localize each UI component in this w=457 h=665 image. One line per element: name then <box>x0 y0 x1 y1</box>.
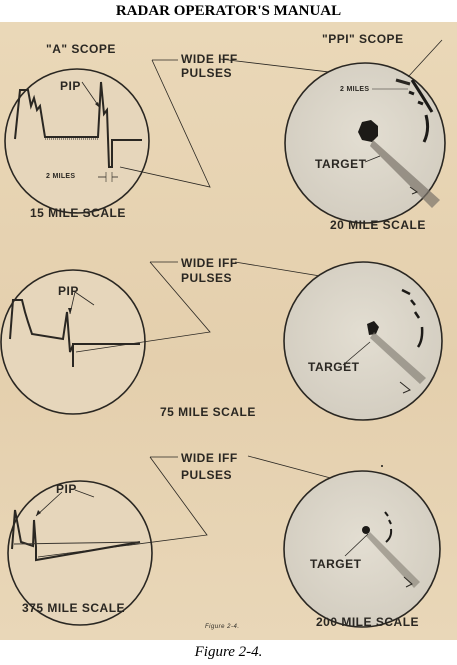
scale-15-label: 15 MILE SCALE <box>30 206 126 220</box>
pulses-label-2: PULSES <box>181 271 233 285</box>
pip-3-leader-a <box>74 489 95 498</box>
figure-caption: Figure 2-4. <box>194 644 263 660</box>
pip-label-1: PIP <box>60 79 81 93</box>
ppi-1-target-blob <box>358 120 378 142</box>
ppi-2-target-blob <box>367 321 379 335</box>
ppi-1-clutter-streak <box>370 140 440 208</box>
ppi-2-clutter-streak <box>370 332 426 384</box>
ppi-scope-1-face <box>284 62 446 224</box>
ppi-3-target-blob <box>362 526 370 534</box>
pip-3-leader-b <box>35 491 63 517</box>
ppi-scope-2-face <box>283 261 443 421</box>
a-scope-3-trace <box>11 509 141 562</box>
two-miles-a-label: 2 MILES <box>46 173 76 180</box>
wide-iff-label-2: WIDE IFF <box>181 256 238 270</box>
target-label-3: TARGET <box>310 557 362 571</box>
ppi-2-iff-arc <box>401 288 424 348</box>
ppi-scope-3-face <box>283 470 441 628</box>
pulses-label-3: PULSES <box>181 468 233 482</box>
pip-label-3: PIP <box>56 482 77 496</box>
scale-200-label: 200 MILE SCALE <box>316 615 420 629</box>
pip-label-2: PIP <box>58 284 79 298</box>
figure-drawing <box>0 39 446 628</box>
wide-iff-label-3: WIDE IFF <box>181 451 238 465</box>
two-miles-ppi-label: 2 MILES <box>340 86 370 93</box>
scale-75-label: 75 MILE SCALE <box>160 405 256 419</box>
scale-375-label: 375 MILE SCALE <box>22 601 126 615</box>
pip-2-leader-a <box>74 291 95 306</box>
a-scope-title: "A" SCOPE <box>46 42 116 56</box>
target-label-1: TARGET <box>315 157 367 171</box>
wide-iff-label-1: WIDE IFF <box>181 52 238 66</box>
a-scope-2-trace <box>9 299 140 367</box>
ppi-1-iff-arc <box>408 79 434 143</box>
figure-plate: "A" SCOPE "PPI" SCOPE WIDE IFF PULSES PI… <box>0 22 457 640</box>
ppi-3-iff-arc <box>384 511 393 543</box>
ppi-3-clutter-streak <box>366 532 420 588</box>
figure-small-label: Figure 2-4. <box>205 624 240 630</box>
page-header: RADAR OPERATOR'S MANUAL <box>115 3 342 19</box>
scale-20-label: 20 MILE SCALE <box>330 218 426 232</box>
a-scope-1-trace <box>14 81 142 168</box>
pulses-label-1: PULSES <box>181 66 233 80</box>
target-label-2: TARGET <box>308 360 360 374</box>
ppi-scope-title: "PPI" SCOPE <box>322 32 404 46</box>
